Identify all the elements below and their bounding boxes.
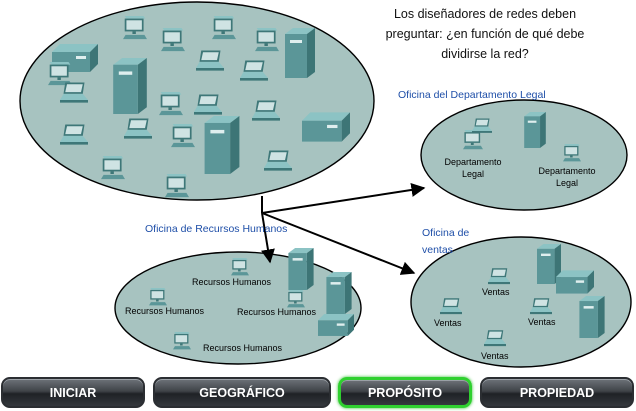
arrow-to-legal xyxy=(261,183,426,214)
server-icon xyxy=(288,248,314,290)
ownership-button[interactable]: PROPIEDAD xyxy=(480,377,634,408)
question-text: Los diseñadores de redes deben preguntar… xyxy=(380,4,590,64)
server-icon xyxy=(524,112,546,148)
printer-icon xyxy=(556,270,594,294)
legal-device-label: Departamento Legal xyxy=(532,165,602,189)
hr-device-label: Recursos Humanos xyxy=(203,343,283,353)
hr-device-label: Recursos Humanos xyxy=(192,277,272,287)
sales-office-title: Oficina de ventas xyxy=(422,225,469,259)
question-line: Los diseñadores de redes deben xyxy=(393,7,577,21)
title-line: ventas xyxy=(422,244,453,256)
printer-icon xyxy=(318,314,354,336)
label-line: Legal xyxy=(555,178,579,188)
geographic-button[interactable]: GEOGRÁFICO xyxy=(153,377,331,408)
pc-icon xyxy=(161,28,185,52)
arrow-to-sales xyxy=(261,212,416,275)
sales-device-label: Ventas xyxy=(434,318,462,328)
pc-icon xyxy=(563,144,581,162)
server-icon xyxy=(113,58,147,114)
label-line: Legal xyxy=(461,169,485,179)
pc-icon xyxy=(123,16,147,40)
sales-device-label: Ventas xyxy=(481,351,509,361)
question-line: dividirse la red? xyxy=(441,47,529,61)
pc-icon xyxy=(173,332,191,350)
sales-device-label: Ventas xyxy=(528,317,556,327)
label-line: Departamento xyxy=(538,166,596,176)
pc-icon xyxy=(159,92,183,116)
legal-office-title: Oficina del Departamento Legal xyxy=(398,89,546,101)
label-line: Departamento xyxy=(444,157,502,167)
title-line: Oficina de xyxy=(422,227,470,239)
printer-icon xyxy=(302,112,350,142)
arrow-to-hr xyxy=(261,212,275,264)
pc-icon xyxy=(255,28,279,52)
pc-icon xyxy=(212,16,236,40)
start-button[interactable]: INICIAR xyxy=(1,377,145,408)
pc-icon xyxy=(287,290,305,308)
server-icon xyxy=(204,116,240,174)
legal-office-ellipse xyxy=(420,99,628,211)
hr-device-label: Recursos Humanos xyxy=(237,307,317,317)
pc-icon xyxy=(48,62,72,86)
purpose-button[interactable]: PROPÓSITO xyxy=(338,377,472,408)
server-icon xyxy=(285,28,315,78)
pc-icon xyxy=(463,130,483,150)
hr-office-title: Oficina de Recursos Humanos xyxy=(145,223,288,235)
server-icon xyxy=(579,296,605,338)
navigation-bar: INICIAR GEOGRÁFICO PROPÓSITO PROPIEDAD xyxy=(0,373,636,411)
legal-device-label: Departamento Legal xyxy=(438,156,508,180)
pc-icon xyxy=(149,288,167,306)
server-icon xyxy=(326,272,352,314)
hr-device-label: Recursos Humanos xyxy=(125,306,205,316)
pc-icon xyxy=(101,156,125,180)
question-line: preguntar: ¿en función de qué debe xyxy=(385,27,585,41)
pc-icon xyxy=(171,124,195,148)
sales-office-ellipse xyxy=(410,236,632,368)
pc-icon xyxy=(231,258,249,276)
pc-icon xyxy=(165,174,189,198)
sales-device-label: Ventas xyxy=(482,287,510,297)
